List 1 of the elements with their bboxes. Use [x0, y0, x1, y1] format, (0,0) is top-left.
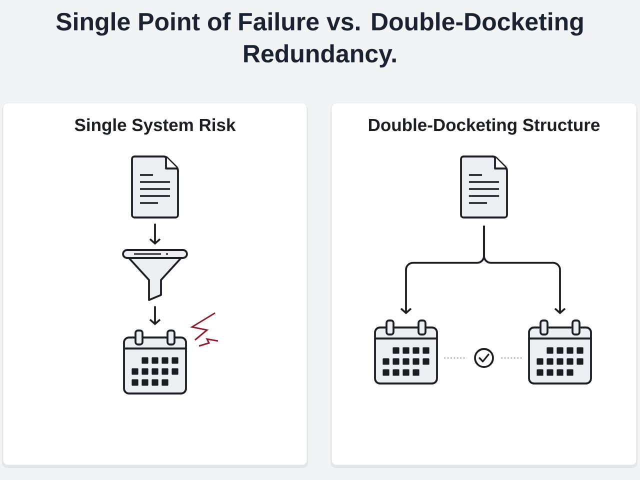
title: Single Point of Failure vs. Double-Docketing Redundancy. — [56, 12, 583, 68]
